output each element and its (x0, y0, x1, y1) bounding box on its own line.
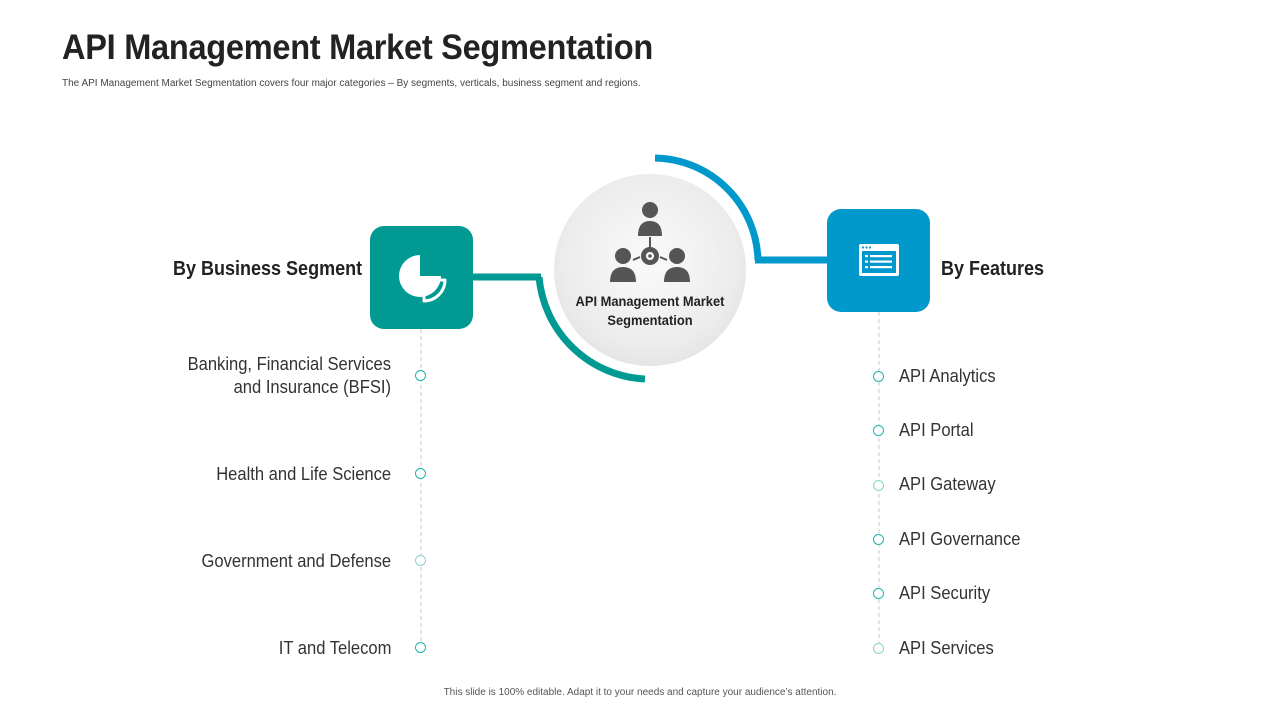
list-item: Banking, Financial Services and Insuranc… (187, 354, 391, 397)
team-network-icon (606, 200, 694, 291)
page-subtitle: The API Management Market Segmentation c… (62, 78, 641, 89)
list-item: Health and Life Science (216, 464, 391, 484)
bullet-dot (873, 588, 884, 599)
bullet-dot (873, 480, 884, 491)
bullet-dot (415, 468, 426, 479)
list-item: Government and Defense (201, 551, 391, 571)
bullet-dot (873, 371, 884, 382)
center-label: API Management Market Segmentation (575, 293, 725, 328)
page-title: API Management Market Segmentation (62, 28, 654, 67)
bullet-dot (873, 643, 884, 654)
browser-list-icon (854, 236, 904, 291)
bullet-dot (873, 534, 884, 545)
features-icon-box (827, 209, 930, 312)
list-item: API Governance (899, 529, 1021, 549)
bullet-dot (873, 425, 884, 436)
business-segment-heading: By Business Segment (172, 258, 362, 280)
list-item: IT and Telecom (278, 638, 391, 658)
bullet-dot (415, 555, 426, 566)
list-item: API Services (899, 638, 994, 658)
list-item: API Analytics (899, 366, 996, 386)
list-item: API Portal (899, 420, 974, 440)
bullet-dot (415, 370, 426, 381)
business-segment-icon-box (370, 226, 473, 329)
list-item: API Gateway (899, 474, 996, 494)
right-connector-arc (654, 154, 762, 261)
bullet-dot (415, 642, 426, 653)
features-heading: By Features (941, 258, 1045, 280)
left-connector-arc (535, 276, 646, 383)
pie-chart-icon (397, 253, 447, 308)
list-item: API Security (899, 583, 991, 603)
footer-note: This slide is 100% editable. Adapt it to… (443, 687, 837, 698)
